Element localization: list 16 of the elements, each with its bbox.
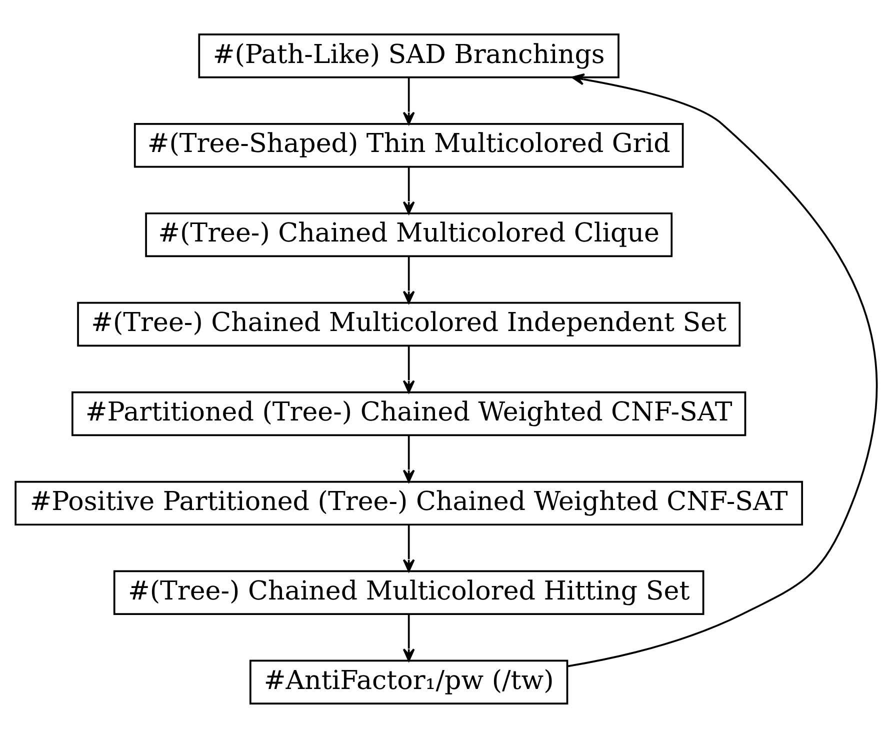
arrow xyxy=(402,614,415,662)
node-box: #(Tree-) Chained Multicolored Hitting Set xyxy=(113,570,704,616)
node-box: #(Path-Like) SAD Branchings xyxy=(198,34,620,78)
node-box: #(Tree-) Chained Multicolored Independent Set xyxy=(77,302,741,347)
arrow xyxy=(402,167,415,214)
node-box: #AntiFactor₁/pw (/tw) xyxy=(249,660,568,704)
node-box: #Positive Partitioned (Tree-) Chained Weighted CNF-SAT xyxy=(14,480,804,526)
arrow xyxy=(402,524,415,572)
arrow xyxy=(402,78,415,125)
arrow xyxy=(402,346,415,394)
node-box: #(Tree-Shaped) Thin Multicolored Grid xyxy=(134,122,684,168)
node-box: #(Tree-) Chained Multicolored Clique xyxy=(145,212,673,258)
arrow xyxy=(402,256,415,304)
node-box: #Partitioned (Tree-) Chained Weighted CNF-SAT xyxy=(72,391,746,436)
arrow xyxy=(402,435,415,482)
arrow xyxy=(568,73,878,668)
